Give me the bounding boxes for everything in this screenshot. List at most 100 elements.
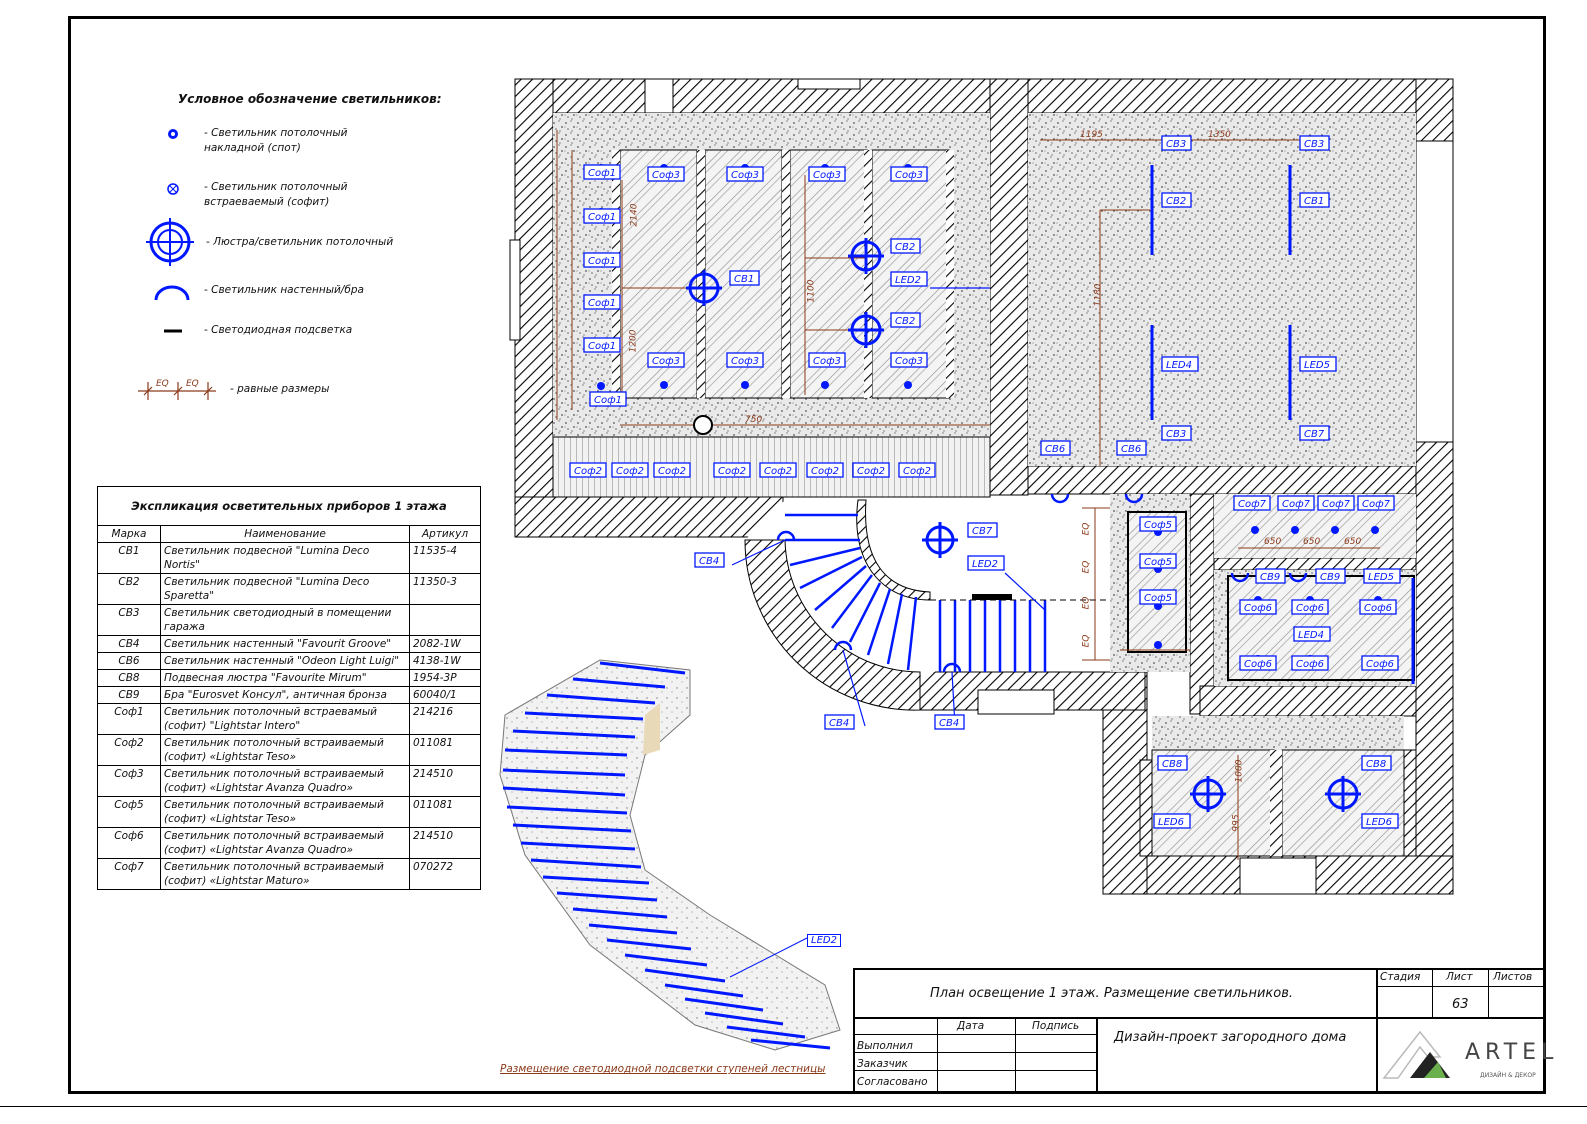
callout-label-sof5: Соф5 — [1144, 520, 1172, 531]
role-performed: Выполнил — [857, 1040, 913, 1052]
dim-text-5: 1195 — [1080, 130, 1103, 140]
callout-box-cv9 — [1255, 568, 1286, 584]
callout-box-sof3 — [808, 352, 846, 368]
callout-box-sof6 — [1359, 599, 1397, 615]
stair-led-line — [664, 983, 744, 998]
callout-box-sof6 — [1239, 655, 1277, 671]
staircase-led-label: LED2 — [807, 934, 841, 947]
callout-label-cv2: СВ2 — [895, 242, 915, 253]
callout-box-sof6 — [1291, 599, 1329, 615]
legend-item-eq: - равные размеры — [230, 383, 330, 395]
drawing-frame — [68, 16, 1546, 1094]
callout-label-sof6: Соф6 — [1364, 603, 1392, 614]
callout-label-cv6: СВ6 — [1045, 444, 1065, 455]
callout-box-sof1 — [583, 294, 621, 310]
stair-led-line — [504, 748, 628, 757]
callout-box-led4 — [1161, 356, 1199, 372]
stair-led-line — [512, 729, 636, 739]
callout-label-sof3: Соф3 — [813, 356, 841, 367]
callout-label-sof3: Соф3 — [652, 170, 680, 181]
callout-box-sof6 — [1291, 655, 1329, 671]
callout-label-sof5: Соф5 — [1144, 557, 1172, 568]
dim-text-1: 2140 — [629, 203, 640, 227]
dim-text-4: 750 — [745, 415, 763, 425]
stair-led-leader — [729, 937, 808, 978]
explication-cell-mark: СВ3 — [97, 604, 161, 636]
callout-box-sof6 — [1239, 599, 1277, 615]
stair-led-line — [599, 661, 686, 675]
callout-label-sof3: Соф3 — [652, 356, 680, 367]
callout-box-sof1 — [583, 164, 621, 180]
callout-box-sof2 — [898, 462, 936, 478]
tb-line-v2 — [1432, 968, 1433, 1018]
project-name: Дизайн-проект загородного дома — [1114, 1030, 1347, 1045]
callout-label-sof2: Соф2 — [718, 466, 746, 477]
callout-box-sof3 — [647, 352, 685, 368]
stair-led-line — [524, 711, 644, 721]
callout-label-sof3: Соф3 — [895, 356, 923, 367]
dim-text-11: 995 — [1231, 814, 1242, 832]
explication-cell-name: Светильник потолочный встраевамый (софит… — [160, 703, 410, 735]
explication-cell-name: Светильник подвесной "Lumina Deco Nortis… — [160, 542, 410, 574]
callout-box-sof1 — [589, 391, 627, 407]
tb-line-v6 — [1015, 1017, 1016, 1094]
callout-box-led5 — [1299, 356, 1337, 372]
explication-cell-article: 214510 — [409, 827, 481, 859]
callout-box-sof3 — [726, 352, 764, 368]
explication-cell-article — [409, 604, 481, 636]
stair-led-line — [556, 891, 658, 902]
callout-label-sof3: Соф3 — [731, 170, 759, 181]
tb-line-v3 — [1488, 968, 1489, 1018]
legend-item-recessed: - Светильник потолочный встраеваемый (со… — [204, 181, 348, 208]
callout-box-sof5 — [1139, 589, 1177, 605]
dimension-lines — [556, 130, 1380, 860]
stair-led-line — [684, 997, 764, 1012]
tb-line-v5 — [937, 1017, 938, 1094]
callout-label-led5: LED5 — [1304, 360, 1330, 371]
sheet-bottom-border — [0, 1106, 1587, 1107]
stair-led-line — [530, 858, 642, 869]
explication-cell-article: 214216 — [409, 703, 481, 735]
stair-led-line — [546, 693, 656, 705]
walls — [509, 78, 1454, 895]
callout-box-sof3 — [890, 352, 928, 368]
callout-label-cv1: СВ1 — [734, 274, 754, 285]
dim-text-9: 650 — [1303, 537, 1321, 547]
explication-cell-article: 070272 — [409, 858, 481, 890]
sheet-number: 63 — [1452, 997, 1469, 1012]
chandelier-icon — [146, 218, 194, 266]
stair-led-line — [502, 768, 626, 777]
callout-label-sof7: Соф7 — [1362, 499, 1391, 510]
logo-subtext: ДИЗАЙН & ДЕКОР — [1480, 1072, 1536, 1079]
wall-sconce-icon — [154, 285, 190, 301]
legend-symbols: EQ EQ — [138, 129, 216, 400]
callout-label-cv9: СВ9 — [1320, 572, 1340, 583]
callout-box-cv6 — [1040, 440, 1071, 456]
eq-label-2: EQ — [186, 379, 199, 389]
explication-cell-mark: Соф3 — [97, 765, 161, 797]
signature-label: Подпись — [1032, 1020, 1080, 1032]
explication-cell-name: Светильник потолочный встраиваемый (софи… — [160, 827, 410, 859]
leader-lines — [731, 287, 1046, 727]
callout-label-sof3: Соф3 — [895, 170, 923, 181]
chandeliers — [686, 238, 1361, 812]
callout-box-sof3 — [890, 166, 928, 182]
tb-line-h1 — [853, 1017, 1546, 1019]
callout-box-sof2 — [653, 462, 691, 478]
callout-box-sof1 — [583, 337, 621, 353]
callout-label-sof7: Соф7 — [1282, 499, 1311, 510]
callout-label-cv4: СВ4 — [939, 718, 959, 729]
stage-label: Стадия — [1380, 971, 1421, 983]
callout-box-sof3 — [647, 166, 685, 182]
callout-box-sof2 — [611, 462, 649, 478]
legend-item-led: - Светодиодная подсветка — [204, 324, 353, 336]
dim-text-10: 650 — [1344, 537, 1362, 547]
callout-label-sof1: Соф1 — [588, 256, 616, 267]
callout-label-cv4: СВ4 — [699, 556, 719, 567]
callout-label-cv4: СВ4 — [829, 718, 849, 729]
